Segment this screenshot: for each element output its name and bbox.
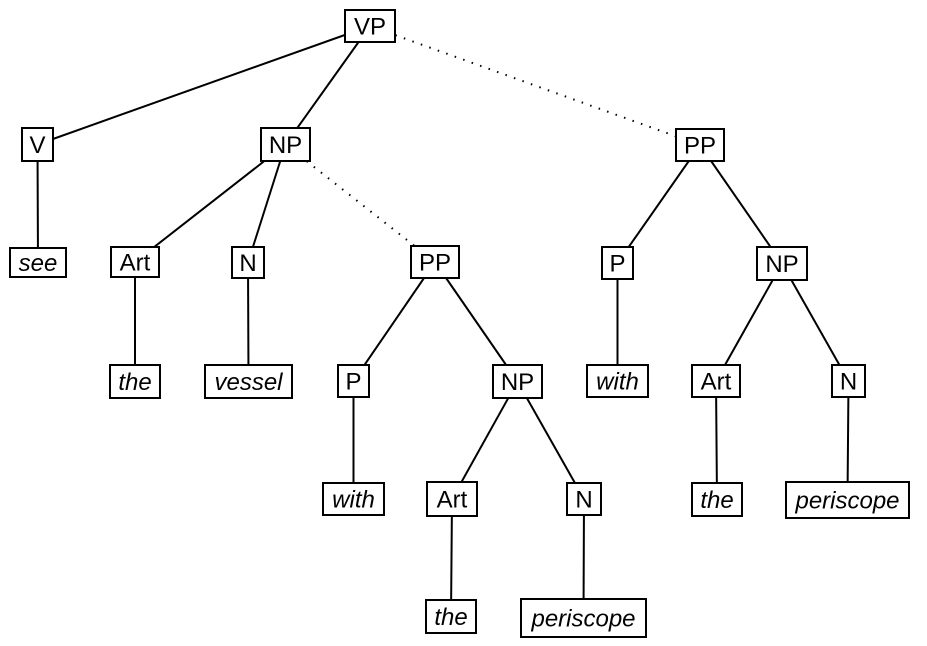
node-box-art2 <box>426 481 478 517</box>
tree-node-n1: N <box>231 246 265 279</box>
node-box-pp2 <box>675 128 725 162</box>
tree-node-v: V <box>21 127 54 162</box>
node-box-pp1 <box>410 245 460 279</box>
node-label-n2: N <box>575 487 592 514</box>
tree-edge-vp-v <box>37 25 371 146</box>
node-label-art1: Art <box>120 250 151 277</box>
node-label-periscope2: periscope <box>794 488 899 515</box>
node-label-p1: P <box>345 369 361 396</box>
node-label-pp2: PP <box>684 133 716 160</box>
node-label-the3: the <box>700 487 733 514</box>
tree-edge-np2-n2 <box>516 381 585 500</box>
node-box-np1 <box>260 127 311 162</box>
tree-edge-n3-periscope2 <box>846 380 850 501</box>
tree-edge-np3-n3 <box>781 263 850 382</box>
tree-node-periscope1: periscope <box>520 598 647 638</box>
node-box-art1 <box>110 246 160 278</box>
node-box-p2 <box>601 246 634 280</box>
node-box-n2 <box>566 482 602 516</box>
node-box-see <box>9 247 67 278</box>
tree-edge-n1-vessel <box>247 262 250 382</box>
tree-edge-pp2-np3 <box>699 144 783 265</box>
tree-node-art2: Art <box>426 481 478 517</box>
node-box-np2 <box>492 364 543 399</box>
tree-edge-pp2-p2 <box>616 144 701 264</box>
node-label-art3: Art <box>701 369 732 396</box>
tree-node-art3: Art <box>691 364 741 398</box>
tree-edge-pp1-np2 <box>434 261 519 383</box>
tree-edge-v-see <box>36 144 39 263</box>
tree-node-art1: Art <box>110 246 160 278</box>
node-box-np3 <box>756 246 808 281</box>
tree-node-n2: N <box>566 482 602 516</box>
tree-node-the2: the <box>425 599 477 634</box>
tree-node-pp2: PP <box>675 128 725 162</box>
tree-node-see: see <box>9 247 67 278</box>
node-label-n3: N <box>840 369 857 396</box>
tree-node-vp: VP <box>344 9 396 43</box>
node-box-the2 <box>425 599 477 634</box>
node-label-with1: with <box>332 487 375 514</box>
node-label-art2: Art <box>437 487 468 514</box>
tree-node-the3: the <box>691 482 743 517</box>
node-label-the2: the <box>434 604 467 631</box>
tree-edge-np3-art3 <box>715 263 783 382</box>
node-box-p1 <box>337 364 370 398</box>
tree-node-the1: the <box>109 364 161 399</box>
node-box-vp <box>344 9 396 43</box>
node-label-the1: the <box>118 369 151 396</box>
tree-node-p1: P <box>337 364 370 398</box>
tree-node-vessel: vessel <box>204 364 293 399</box>
tree-edge-np1-art1 <box>134 143 287 263</box>
node-box-with1 <box>322 482 385 516</box>
tree-node-np2: NP <box>492 364 543 399</box>
tree-node-n3: N <box>831 364 866 398</box>
node-label-vp: VP <box>354 14 386 41</box>
tree-node-with1: with <box>322 482 385 516</box>
node-label-see: see <box>19 250 58 277</box>
tree-edge-np1-n1 <box>247 144 287 263</box>
tree-edge-art2-the2 <box>450 498 453 617</box>
tree-edge-art3-the3 <box>715 380 718 500</box>
node-box-periscope1 <box>520 598 647 638</box>
node-label-with2: with <box>596 369 639 396</box>
node-label-np1: NP <box>269 132 302 159</box>
node-label-p2: P <box>609 251 625 278</box>
tree-node-periscope2: periscope <box>785 481 910 519</box>
node-label-periscope1: periscope <box>530 606 635 633</box>
tree-node-p2: P <box>601 246 634 280</box>
tree-node-with2: with <box>586 364 649 398</box>
node-box-v <box>21 127 54 162</box>
node-box-art3 <box>691 364 741 398</box>
node-label-v: V <box>29 132 45 159</box>
tree-node-pp1: PP <box>410 245 460 279</box>
node-box-with2 <box>586 364 649 398</box>
node-label-pp1: PP <box>419 250 451 277</box>
node-label-np2: NP <box>501 369 534 396</box>
node-label-n1: N <box>239 250 256 277</box>
tree-edge-np1-pp1-dotted <box>284 143 436 263</box>
tree-edge-np2-art2 <box>451 381 519 500</box>
node-box-n1 <box>231 246 265 279</box>
node-label-np3: NP <box>765 251 798 278</box>
tree-node-np1: NP <box>260 127 311 162</box>
tree-edge-pp1-p1 <box>352 261 436 382</box>
node-label-vessel: vessel <box>214 369 283 396</box>
node-box-vessel <box>204 364 293 399</box>
node-box-the1 <box>109 364 161 399</box>
tree-edge-vp-np1 <box>284 25 371 146</box>
tree-node-np3: NP <box>756 246 808 281</box>
node-box-the3 <box>691 482 743 517</box>
node-box-periscope2 <box>785 481 910 519</box>
node-box-n3 <box>831 364 866 398</box>
tree-edge-vp-pp2-dotted <box>369 25 701 146</box>
